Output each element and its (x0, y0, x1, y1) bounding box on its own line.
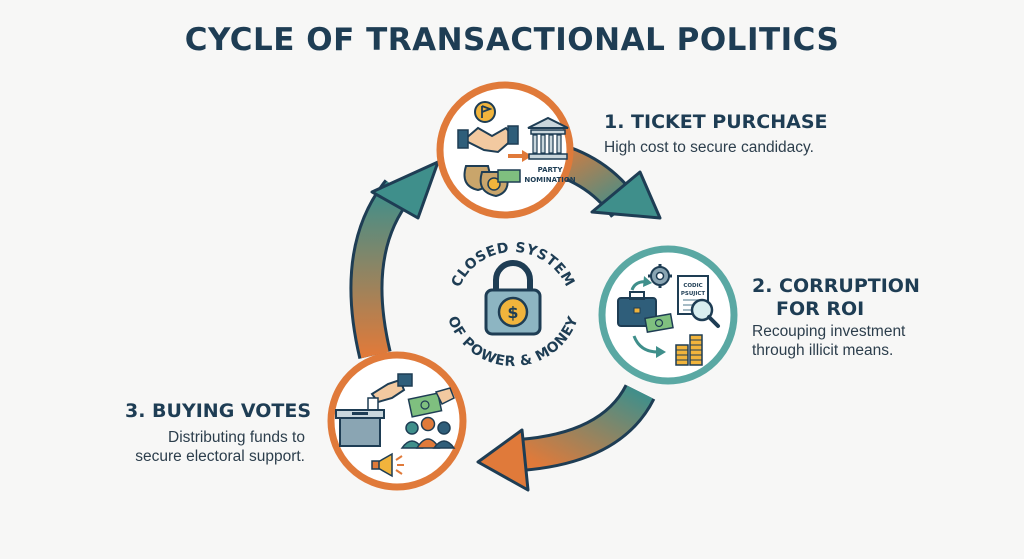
arrow-right-icon (508, 150, 532, 162)
arrow-votes-to-ticket (349, 160, 440, 359)
step-1-circle: PARTY NOMINATION (436, 81, 576, 219)
page-title: CYCLE OF TRANSACTIONAL POLITICS (184, 22, 840, 58)
center-closed-system: CLOSED SYSTEM OF POWER & MONEY $ (444, 240, 581, 370)
step-3-description-line-2: secure electoral support. (135, 448, 305, 465)
arrow-down-right-icon (632, 335, 666, 358)
ballot-box-icon (335, 409, 385, 447)
cash-hand-icon (407, 387, 455, 418)
cash-icon (644, 312, 674, 334)
step-3-title: 3. BUYING VOTES (125, 400, 312, 422)
arrow-corruption-to-votes (476, 383, 656, 492)
step-2-description-line-1: Recouping investment (752, 323, 906, 340)
document-label-2: PSUJICT (681, 291, 706, 297)
party-label: PARTY (538, 166, 564, 174)
flag-badge-icon (474, 101, 496, 123)
step-2-title-line-2: FOR ROI (776, 298, 865, 320)
megaphone-icon (371, 452, 404, 478)
handshake-icon (457, 125, 519, 154)
step-3-circle (327, 351, 467, 491)
step-2-title-line-1: 2. CORRUPTION (752, 275, 920, 297)
padlock-dollar-icon: $ (484, 260, 542, 336)
step-2-circle: CODIC PSUJICT (598, 245, 738, 385)
coin-stacks-icon (675, 334, 703, 366)
nomination-label: NOMINATION (524, 176, 575, 184)
money-bags-icon (463, 165, 521, 198)
svg-text:$: $ (507, 303, 518, 322)
bank-building-icon (527, 116, 569, 160)
step-1-title: 1. TICKET PURCHASE (604, 111, 828, 133)
magnifier-icon (690, 298, 720, 328)
step-3-description-line-1: Distributing funds to (168, 429, 305, 446)
step-2-description-line-2: through illicit means. (752, 342, 894, 359)
gear-icon (648, 264, 672, 288)
step-1-description: High cost to secure candidacy. (604, 139, 814, 156)
cycle-arrows-icon (630, 276, 652, 291)
document-label-1: CODIC (683, 283, 702, 289)
people-group-icon (400, 416, 456, 449)
